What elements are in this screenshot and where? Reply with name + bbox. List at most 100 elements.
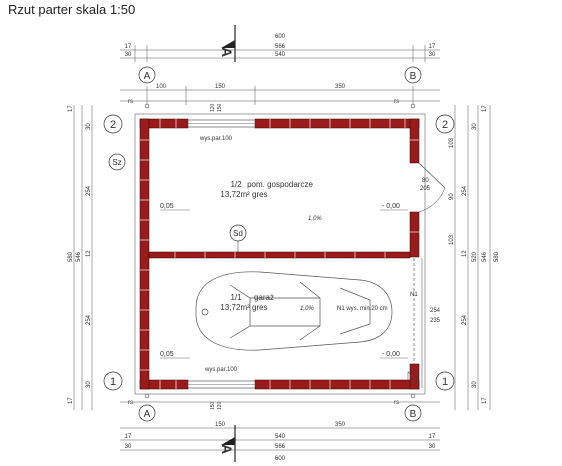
dim-left-30-top: 30: [86, 123, 92, 130]
drawing-title: Rzut parter skala 1:50: [8, 2, 136, 17]
dim-bottom-17-left: 17: [125, 434, 132, 440]
dim-left-outer: 580: [68, 251, 74, 262]
dim-left-17-top: 17: [68, 105, 74, 112]
dim-top-30-left: 30: [125, 52, 132, 58]
dim-right-90: 90: [449, 193, 455, 200]
n1-note: N1 wys. min.20 cm: [337, 306, 388, 312]
dim-top-150b: 150: [217, 103, 223, 112]
section-mark-top: A: [219, 25, 236, 62]
room1-number: 1/2: [230, 180, 242, 189]
level-lower-left: 0,05: [160, 351, 174, 358]
dim-top-100: 100: [156, 84, 167, 90]
dim-right-103a: 103: [449, 137, 455, 148]
dim-top-17-left: 17: [125, 44, 132, 50]
axis-markers-bottom: rs rs A B: [128, 393, 422, 422]
axis-1-right: 1: [442, 376, 448, 388]
dim-top-mid: 566: [275, 44, 286, 50]
dim-bottom-150-v: 150: [210, 401, 216, 410]
level-upper-left: 0,05: [160, 203, 174, 210]
dim-left-17-bottom: 17: [68, 397, 74, 404]
left-dimensions: 580 546 254 12 254 30 17 30 17: [68, 105, 93, 410]
gate-dim-254: 254: [430, 308, 441, 314]
dim-bottom-120-v: 120: [217, 401, 223, 410]
rs-top-right: rs: [394, 99, 399, 105]
windows: wys.par.100 wys.par.100: [187, 119, 256, 389]
dim-bottom-30-left: 30: [125, 444, 132, 450]
dim-bottom-17-right: 17: [429, 434, 436, 440]
garage-gate: N1 254 235: [407, 258, 441, 388]
level-lower-right: - 0,00: [382, 351, 400, 358]
room1-slope: 1,0%: [308, 216, 322, 222]
section-letter-top: A: [219, 47, 235, 57]
dim-left-mid: 546: [76, 251, 82, 262]
door-upper: 80 205: [418, 162, 446, 213]
axis-b-top: B: [410, 71, 417, 82]
dim-left-12: 12: [86, 250, 92, 257]
dim-top-150: 150: [215, 84, 226, 90]
room1-name: pom. gospodarcze: [247, 180, 313, 189]
axis-markers-left: 2 1 Sz: [103, 114, 126, 391]
dim-right-546: 546: [482, 251, 488, 262]
room1-area: 13,72m² gres: [220, 190, 267, 199]
axis-b-bottom: B: [410, 409, 417, 420]
dim-bottom-350: 350: [335, 422, 346, 428]
dim-top-350: 350: [335, 84, 346, 90]
sd-marker: Sd: [229, 224, 247, 252]
room2-area: 13,72m² gres: [220, 303, 267, 312]
dim-right-30-top: 30: [472, 123, 478, 130]
dim-left-30-bottom: 30: [86, 381, 92, 388]
axis-markers-top: A B rs rs: [128, 66, 422, 109]
sz-marker: Sz: [112, 158, 121, 167]
axis-a-top: A: [144, 71, 151, 82]
car-outline: [195, 271, 393, 351]
dim-top-120: 120: [210, 103, 216, 112]
axis-2-right: 2: [442, 119, 448, 131]
rs-bottom-right: rs: [394, 400, 399, 406]
dim-left-254a: 254: [86, 185, 92, 196]
dim-right-580: 580: [494, 251, 500, 262]
right-dimensions: 103 90 103 254 12 254 520 546 580 30 17 …: [449, 105, 500, 410]
bottom-dimensions: 150 120 150 350 17 30 17 30 540 566 600: [120, 401, 440, 462]
dim-top-outer: 600: [275, 34, 286, 40]
room-labels: 1/2 pom. gospodarcze 13,72m² gres 1,0% 1…: [220, 180, 387, 312]
window-bottom-note: wys.par.100: [204, 367, 238, 373]
room2-name: garaż: [254, 293, 274, 302]
level-upper-right: - 0,00: [382, 203, 400, 210]
dim-right-17-top: 17: [482, 105, 488, 112]
dim-bottom-150: 150: [215, 422, 226, 428]
door-width-80: 80: [422, 178, 429, 184]
top-dimensions: 600 566 540 17 30 17 30 100 150 350 120 …: [120, 34, 440, 112]
room2-number: 1/1: [230, 293, 242, 302]
dim-right-30-bottom: 30: [472, 381, 478, 388]
dim-right-103b: 103: [449, 234, 455, 245]
dim-top-30-right: 30: [429, 52, 436, 58]
level-markers: 0,05 - 0,00 0,05 - 0,00: [160, 203, 408, 359]
dim-bottom-outer: 600: [275, 456, 286, 462]
gate-n1-label: N1: [410, 292, 418, 298]
room2-slope: 1,0%: [300, 306, 314, 312]
axis-a-bottom: A: [144, 409, 151, 420]
dim-right-254b: 254: [462, 314, 468, 325]
dim-bottom-30-right: 30: [429, 444, 436, 450]
sd-label: Sd: [233, 229, 243, 238]
gate-dim-235: 235: [430, 318, 441, 324]
door-height-205: 205: [420, 186, 431, 192]
section-mark-bottom: A: [219, 425, 236, 462]
rs-top-left: rs: [128, 99, 133, 105]
building-walls: [134, 113, 426, 395]
dim-right-12: 12: [462, 250, 468, 257]
dim-left-254b: 254: [86, 314, 92, 325]
dim-top-17-right: 17: [429, 44, 436, 50]
section-letter-bottom: A: [219, 444, 235, 454]
rs-bottom-left: rs: [128, 400, 133, 406]
dim-right-254a: 254: [462, 185, 468, 196]
dim-right-17-bottom: 17: [482, 397, 488, 404]
dim-right-520: 520: [472, 251, 478, 262]
dim-top-inner: 540: [275, 52, 286, 58]
window-top-note: wys.par.100: [199, 136, 233, 142]
axis-1-left: 1: [110, 376, 116, 388]
dim-bottom-mid: 566: [275, 444, 286, 450]
axis-markers-right: 2 1: [435, 114, 455, 391]
axis-2-left: 2: [110, 119, 116, 131]
